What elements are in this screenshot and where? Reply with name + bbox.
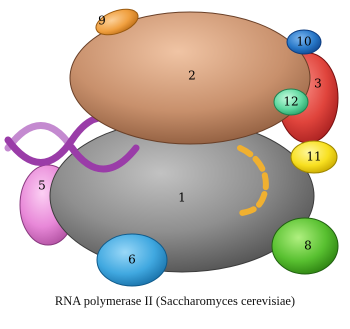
subunit-1-label: 1	[178, 191, 186, 205]
subunit-6-label: 6	[128, 253, 136, 267]
figure-caption: RNA polymerase II (Saccharomyces cerevis…	[0, 294, 350, 309]
subunit-5-label: 5	[38, 179, 46, 193]
subunit-12-label: 12	[283, 95, 298, 109]
subunit-8-label: 8	[304, 239, 312, 253]
subunit-3-label: 3	[314, 77, 322, 91]
subunit-2-label: 2	[188, 69, 196, 83]
subunit-10-label: 10	[296, 35, 311, 49]
subunit-11-label: 11	[306, 150, 321, 164]
subunit-9-label: 9	[98, 14, 106, 28]
